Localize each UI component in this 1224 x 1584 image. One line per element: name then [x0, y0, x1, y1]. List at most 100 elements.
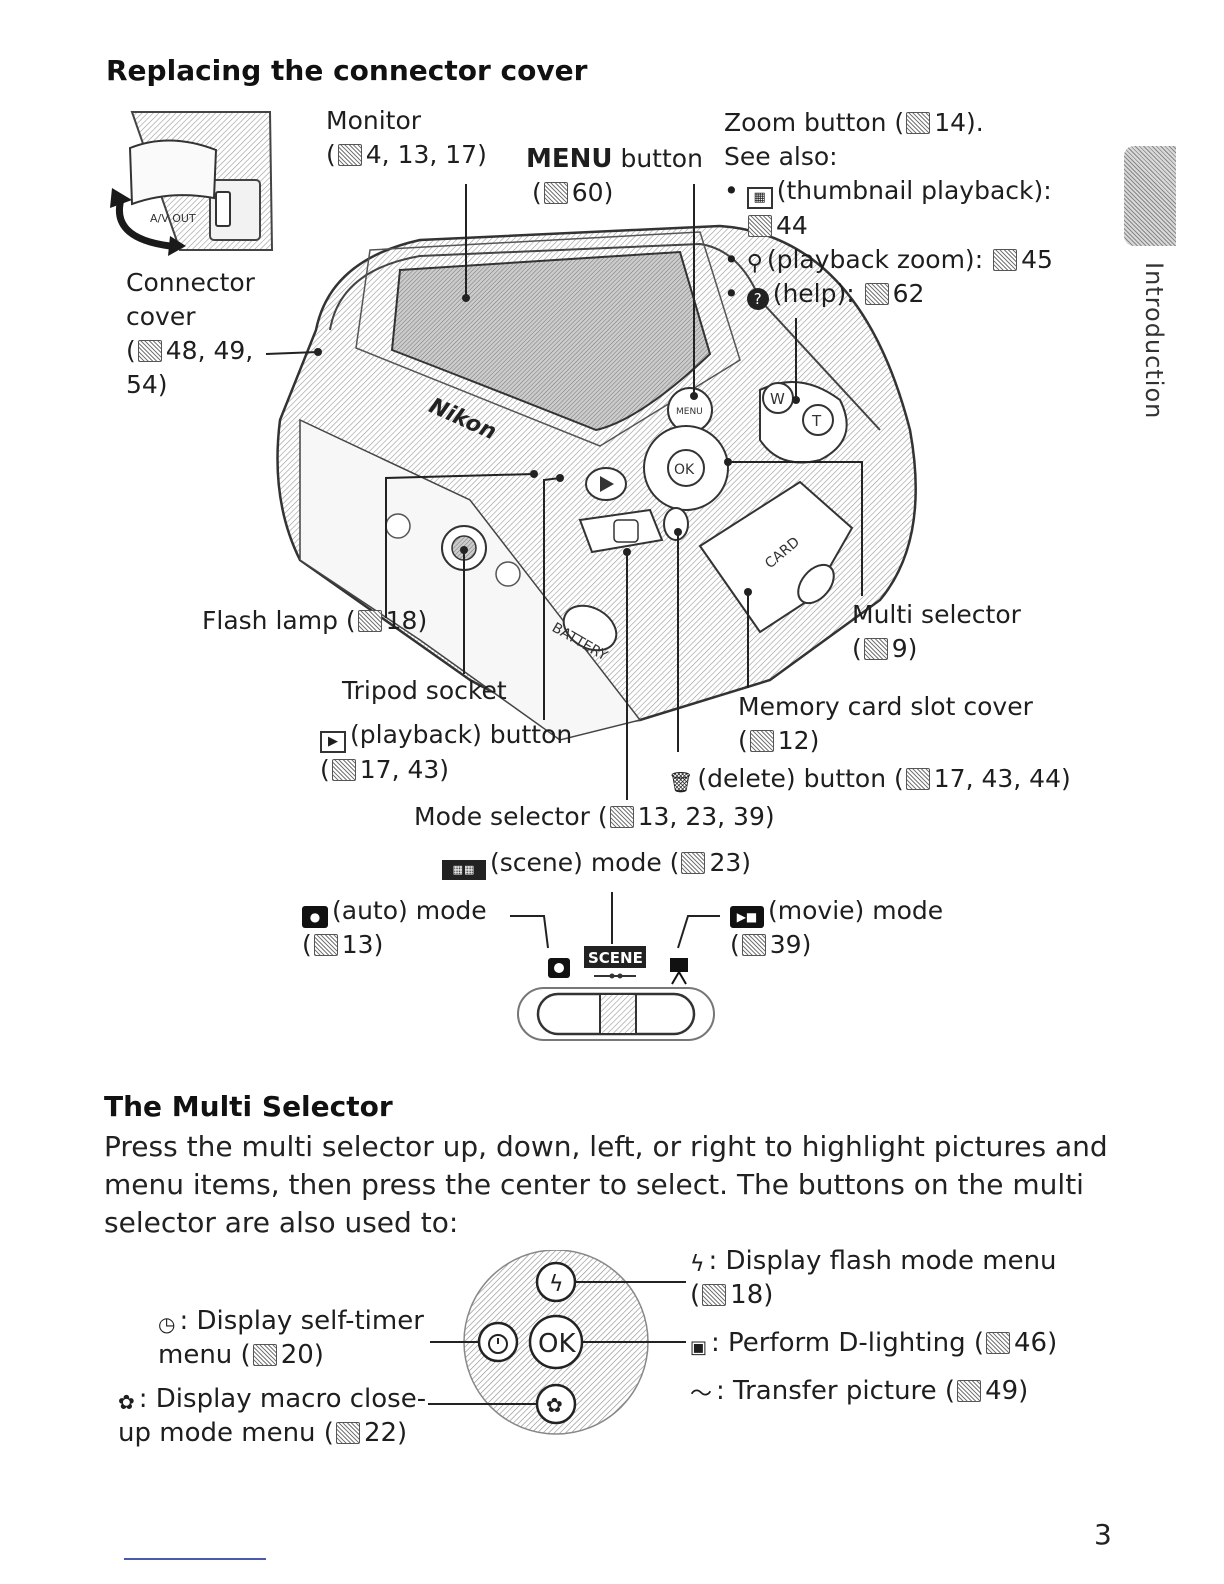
movie-mode-icon — [670, 958, 688, 972]
self-timer-item: ◷: Display self-timer menu ( 20) — [158, 1304, 424, 1372]
monitor-name: Monitor — [326, 106, 422, 135]
mode-selector-name: Mode selector ( — [414, 802, 608, 831]
zoom-button-label: Zoom button (14). See also: • ▦(thumbnai… — [724, 108, 1053, 310]
playback-zoom-text: (playback zoom): — [766, 245, 984, 274]
footer-rule — [124, 1558, 266, 1560]
arrow-up-icon — [110, 188, 132, 208]
flash-lamp-label: Flash lamp ( 18) — [202, 604, 427, 638]
tripod-socket-label: Tripod socket — [342, 676, 507, 705]
movie-mode-pages: 39) — [769, 930, 812, 959]
connector-cover-pages-b: 54) — [126, 370, 168, 399]
flash-item-pages: 18) — [730, 1280, 774, 1310]
flash-lamp-pages: 18) — [385, 606, 428, 635]
auto-mode-pages: 13) — [341, 930, 384, 959]
scene-mode-label: ▦▦(scene) mode (23) — [442, 846, 751, 880]
zoom-w-glyph: W — [770, 390, 785, 408]
page-ref-icon — [864, 283, 889, 305]
page-ref-icon — [905, 768, 930, 790]
ok-button-icon — [528, 1314, 584, 1370]
page-ref-icon — [863, 638, 888, 660]
d-lighting-text: : Perform D-lighting ( — [711, 1328, 985, 1358]
menu-word: MENU — [526, 144, 613, 174]
page-ref-icon — [335, 1422, 360, 1444]
zoom-t-button-shape — [802, 404, 834, 436]
d-lighting-item: ▣: Perform D-lighting ( 46) — [690, 1326, 1057, 1360]
arrow-right-icon — [168, 236, 186, 256]
connector-inset: A/V OUT — [110, 111, 274, 256]
help-text: (help): — [772, 279, 855, 308]
d-lighting-icon: ▣ — [690, 1337, 708, 1358]
thumbnail-icon: ▦ — [746, 187, 773, 209]
macro-button-icon — [535, 1383, 577, 1425]
page-ref-icon — [357, 610, 382, 632]
scene-mode-icon — [584, 946, 646, 968]
mode-switch-knob — [599, 993, 637, 1035]
page-ref-icon — [957, 1380, 982, 1402]
self-timer-text: : Display self-timer — [179, 1306, 424, 1336]
page-ref-icon — [749, 730, 774, 752]
page-ref-icon — [986, 1332, 1011, 1354]
av-out-label: A/V OUT — [150, 212, 196, 225]
transfer-icon: 〜 — [690, 1382, 713, 1407]
section-title-multi-selector: The Multi Selector — [104, 1090, 393, 1123]
zoom-button-pages: 14). — [934, 108, 984, 137]
chapter-tab — [1124, 146, 1176, 246]
delete-button-name: (delete) button ( — [697, 764, 904, 793]
menu-button-pages: 60 — [571, 178, 604, 207]
macro-icon: ✿ — [118, 1390, 135, 1414]
mode-selector-pages: 13, 23, 39) — [637, 802, 775, 831]
playback-button-pages: 17, 43) — [359, 755, 450, 784]
playback-button-label: ▶(playback) button (17, 43) — [320, 720, 573, 784]
multi-selector-label: Multi selector (9) — [852, 600, 1021, 663]
memory-card-label: Memory card slot cover (12) — [738, 692, 1033, 755]
playback-icon: ▶ — [320, 731, 346, 753]
chapter-tab-label: Introduction — [1140, 262, 1168, 420]
flash-lamp-name: Flash lamp ( — [202, 606, 356, 635]
monitor-ref: (4, 13, 17) — [326, 140, 487, 169]
page-ref-icon — [609, 806, 634, 828]
menu-button-glyph: MENU — [676, 407, 703, 417]
movie-mode-label: ▶■(movie) mode (39) — [730, 896, 944, 959]
macro-text-2: up mode menu ( — [118, 1418, 334, 1448]
trash-icon: 🗑 — [668, 770, 694, 794]
multi-selector-paragraph: Press the multi selector up, down, left,… — [104, 1130, 1108, 1239]
transfer-item: 〜: Transfer picture (49) — [690, 1374, 1028, 1408]
flash-item-text: : Display flash mode menu — [708, 1246, 1057, 1276]
self-timer-text-2: menu ( — [158, 1340, 251, 1370]
page-ref-icon — [137, 340, 162, 362]
delete-button-pages: 17, 43, 44) — [933, 764, 1071, 793]
scene-mode-glyph: SCENE — [588, 949, 643, 967]
page-ref-icon — [906, 112, 931, 134]
page-number: 3 — [1094, 1518, 1112, 1551]
self-timer-pages: 20) — [280, 1340, 324, 1370]
callout-dots — [314, 294, 800, 596]
page-ref-icon — [252, 1344, 277, 1366]
connector-cover-line1: Connector — [126, 268, 255, 297]
page-ref-icon — [337, 144, 362, 166]
connector-cover-line2: cover — [126, 302, 196, 331]
movie-mode-text: (movie) mode — [768, 896, 944, 925]
flash-button-icon — [535, 1261, 577, 1303]
scene-mode-pages: 23) — [709, 848, 752, 877]
page-ref-icon — [741, 934, 766, 956]
playback-button-name: (playback) button — [350, 720, 573, 749]
movie-icon: ▶■ — [730, 906, 764, 928]
d-lighting-pages: 46) — [1014, 1328, 1058, 1358]
camera-body: Nikon MENU W T OK BATTERY CARD — [276, 224, 917, 741]
transfer-pages: 49) — [985, 1376, 1029, 1406]
page-ref-icon — [331, 759, 356, 781]
multi-selector-name: Multi selector — [852, 600, 1021, 629]
page-ref-icon — [993, 249, 1018, 271]
monitor-pages: 4, 13, 17 — [365, 140, 478, 169]
connector-cover-pages-a: 48, 49, — [165, 336, 254, 365]
zoom-t-glyph: T — [811, 412, 822, 430]
self-timer-icon: ◷ — [158, 1312, 176, 1336]
multi-selector-diagram: ϟ OK ✿ — [428, 1250, 686, 1435]
camera-icon: ● — [302, 906, 328, 928]
page-ref-icon — [748, 215, 772, 237]
page-ref-icon — [702, 1284, 727, 1306]
page-ref-icon — [543, 182, 568, 204]
page-ref-icon — [313, 934, 338, 956]
help-page: 62 — [892, 279, 925, 308]
macro-text: : Display macro close- — [138, 1384, 427, 1414]
